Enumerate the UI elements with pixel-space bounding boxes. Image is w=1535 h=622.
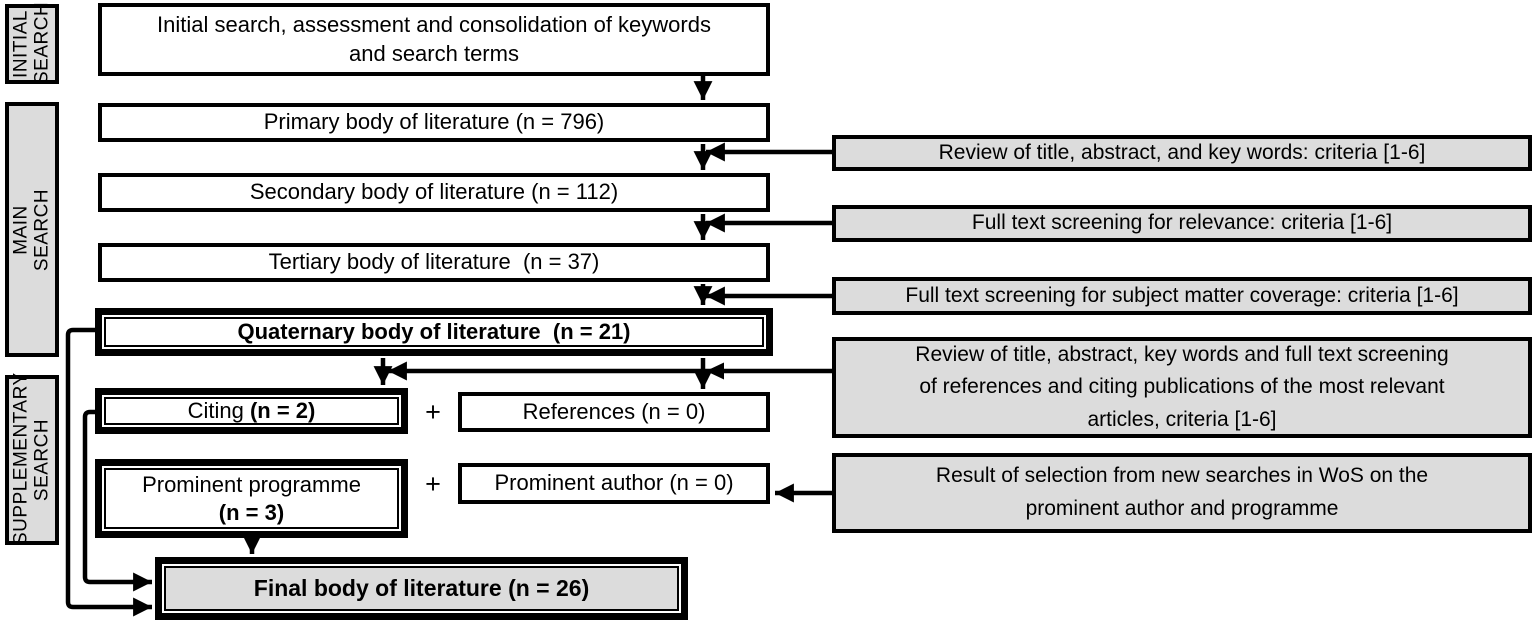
- flow-box-prominent-programme-label: Prominent programme: [142, 472, 361, 497]
- flow-box-secondary: Secondary body of literature (n = 112): [98, 173, 770, 212]
- flow-box-final-label: Final body of literature (n = 26): [253, 575, 590, 602]
- flow-box-prominent-programme-count: (n = 3): [218, 499, 285, 525]
- arrow-citing-to-final: [82, 409, 152, 592]
- sidebar-label-supplementary-search: SUPPLEMENTARY SEARCH: [10, 372, 53, 545]
- junction-arrowhead: [706, 362, 724, 380]
- flow-box-prominent-author-label: Prominent author (n = 0): [494, 470, 734, 496]
- annotation-box-review-references-citing: Review of title, abstract, key words and…: [832, 337, 1532, 438]
- sidebar-section-supplementary-search: SUPPLEMENTARY SEARCH: [5, 372, 59, 545]
- annotation-result-new-searches-label: Result of selection from new searches in…: [935, 464, 1429, 520]
- sidebar-section-main-search: MAIN SEARCH: [5, 102, 59, 357]
- sidebar-section-initial-search: INITIAL SEARCH: [5, 1, 59, 84]
- flow-box-citing-count: (n = 2): [249, 398, 316, 424]
- flow-box-initial-search-label: Initial search, assessment and consolida…: [157, 11, 711, 66]
- annotation-box-review-title-abstract: Review of title, abstract, and key words…: [832, 135, 1532, 171]
- annotation-box-result-new-searches: Result of selection from new searches in…: [832, 453, 1532, 533]
- flow-box-citing-label: Citing: [187, 398, 250, 424]
- annotation-full-text-relevance-label: Full text screening for relevance: crite…: [971, 211, 1393, 235]
- flow-box-prominent-author: Prominent author (n = 0): [458, 463, 770, 504]
- flow-box-prominent-programme: Prominent programme (n = 3): [95, 459, 408, 538]
- arrow-quaternary-to-final: [65, 327, 152, 617]
- annotation-review-title-abstract-label: Review of title, abstract, and key words…: [938, 140, 1426, 164]
- annotation-box-full-text-subject: Full text screening for subject matter c…: [832, 277, 1532, 315]
- flow-box-quaternary: Quaternary body of literature (n = 21): [95, 308, 773, 356]
- flow-box-tertiary: Tertiary body of literature (n = 37): [98, 243, 770, 282]
- flow-box-primary-label: Primary body of literature (n = 796): [263, 109, 605, 135]
- flow-box-references: References (n = 0): [458, 392, 770, 432]
- flow-box-references-label: References (n = 0): [522, 398, 706, 424]
- sidebar-label-initial-search: INITIAL SEARCH: [10, 1, 53, 84]
- flow-box-quaternary-label: Quaternary body of literature (n = 21): [237, 319, 631, 345]
- flow-box-initial-search: Initial search, assessment and consolida…: [98, 3, 770, 76]
- annotation-review-references-citing-label: Review of title, abstract, key words and…: [915, 342, 1449, 431]
- flow-box-secondary-label: Secondary body of literature (n = 112): [249, 179, 619, 205]
- flow-box-final: Final body of literature (n = 26): [155, 557, 688, 620]
- plus-sign-citing-references: +: [425, 396, 441, 427]
- flow-box-tertiary-label: Tertiary body of literature (n = 37): [268, 249, 600, 275]
- sidebar-label-main-search: MAIN SEARCH: [10, 188, 53, 271]
- flow-box-primary: Primary body of literature (n = 796): [98, 103, 770, 142]
- annotation-box-full-text-relevance: Full text screening for relevance: crite…: [832, 205, 1532, 242]
- plus-sign-prominent: +: [425, 468, 441, 499]
- flow-box-citing: Citing (n = 2): [95, 388, 408, 434]
- annotation-full-text-subject-label: Full text screening for subject matter c…: [905, 283, 1459, 307]
